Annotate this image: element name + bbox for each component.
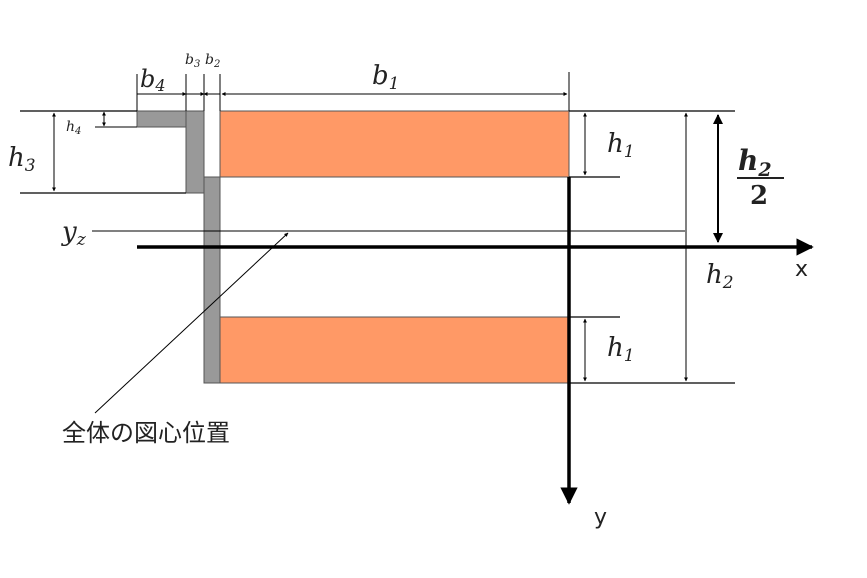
centroid-leader — [94, 232, 289, 414]
lower-flange — [219, 316, 570, 384]
label-h3: h3 — [8, 143, 36, 176]
label-b4: b4 — [140, 65, 166, 95]
web-plate — [203, 176, 221, 384]
label-h2: h2 — [706, 260, 734, 293]
upper-flange — [219, 110, 570, 178]
svg-text:h2: h2 — [738, 144, 772, 181]
label-h4: h4 — [66, 119, 81, 137]
label-h1-top: h1 — [607, 129, 635, 162]
label-h2-half: h2 2 — [737, 144, 784, 211]
label-b1: b1 — [372, 61, 399, 94]
top-flange-plate — [136, 110, 187, 128]
label-b2: b2 — [205, 52, 220, 70]
centroid-note: 全体の図心位置 — [62, 419, 230, 447]
svg-text:2: 2 — [750, 181, 768, 211]
x-axis-label: x — [795, 257, 808, 282]
label-b3: b3 — [185, 52, 200, 70]
label-h1-bottom: h1 — [607, 333, 635, 366]
side-plate — [185, 110, 205, 194]
y-axis-label: y — [594, 505, 607, 530]
label-yz: yz — [61, 217, 87, 250]
